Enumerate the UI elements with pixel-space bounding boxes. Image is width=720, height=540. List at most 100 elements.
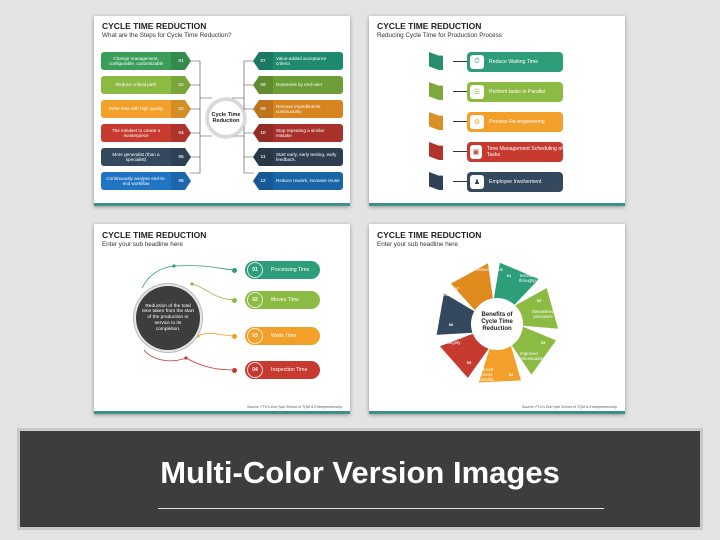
slide-production[interactable]: CYCLE TIME REDUCTION Reducing Cycle Time… bbox=[369, 16, 625, 206]
step-box: Continuously analyse end-to-end workflow bbox=[101, 172, 171, 190]
step-label: Process Re-engineering bbox=[489, 119, 545, 125]
step-icon: ♟ bbox=[470, 175, 484, 189]
step-box: Value-added acceptance criteria bbox=[273, 52, 343, 70]
step-label: Reduce Waiting Time bbox=[489, 59, 539, 65]
benefit-label: Schedule integrity bbox=[444, 335, 462, 345]
step-box: Change management, configurable, customi… bbox=[101, 52, 171, 70]
time-number: 04 bbox=[247, 362, 263, 378]
slide-steps[interactable]: CYCLE TIME REDUCTION What are the Steps … bbox=[94, 16, 350, 206]
step-box: Reduce critical path bbox=[101, 76, 171, 94]
step-tab: ⚙ Process Re-engineering bbox=[467, 112, 563, 132]
benefit-label: Improved on-time delivery bbox=[428, 287, 454, 297]
time-number: 03 bbox=[247, 328, 263, 344]
step-icon: ☰ bbox=[470, 85, 484, 99]
connector-dot bbox=[232, 267, 237, 273]
slide-footer-bar bbox=[369, 203, 625, 206]
summary-text: Reduction of the total time taken from t… bbox=[142, 303, 194, 332]
step-number: 02 bbox=[171, 76, 191, 94]
benefit-number: 05 bbox=[466, 359, 472, 365]
step-block bbox=[429, 112, 443, 130]
step-number: 01 bbox=[443, 59, 449, 65]
benefit-number: 03 bbox=[540, 339, 546, 345]
step-number: 11 bbox=[253, 148, 273, 166]
source-note: Source: FTU's Dori Iyoti School of TQM &… bbox=[522, 405, 617, 409]
banner-underline bbox=[158, 508, 604, 509]
step-number: 03 bbox=[171, 100, 191, 118]
benefit-number: 04 bbox=[508, 371, 514, 377]
slide-footer-bar bbox=[369, 411, 625, 414]
banner-title: Multi-Color Version Images bbox=[160, 455, 560, 490]
slide-title: CYCLE TIME REDUCTION bbox=[102, 21, 207, 31]
slide-title: CYCLE TIME REDUCTION bbox=[377, 21, 482, 31]
time-label: Inspection Time bbox=[271, 367, 308, 373]
step-number: 06 bbox=[171, 172, 191, 190]
time-number: 02 bbox=[247, 292, 263, 308]
time-pill: 04 Inspection Time bbox=[245, 361, 320, 379]
slide-title: CYCLE TIME REDUCTION bbox=[377, 230, 482, 240]
step-tab: ☰ Perform tasks in Parallel bbox=[467, 82, 563, 102]
time-label: Moves Time bbox=[271, 297, 299, 303]
time-pill: 02 Moves Time bbox=[245, 291, 320, 309]
benefit-label: Reduced costs bbox=[475, 267, 503, 272]
step-label: Employee Involvement bbox=[489, 179, 542, 185]
slide-subtitle: What are the Steps for Cycle Time Reduct… bbox=[102, 32, 232, 39]
step-label: Time Management Scheduling of Tasks bbox=[486, 146, 563, 158]
step-number: 08 bbox=[253, 76, 273, 94]
benefit-label: Improved communications bbox=[515, 351, 546, 361]
step-number: 04 bbox=[171, 124, 191, 142]
step-box: Doneness by end-user bbox=[273, 76, 343, 94]
step-tab: ▣ Time Management Scheduling of Tasks bbox=[467, 142, 563, 162]
slide-subtitle: Enter your sub headline here bbox=[377, 241, 458, 248]
slide-footer-bar bbox=[94, 411, 350, 414]
step-icon: ⏱ bbox=[470, 55, 484, 69]
step-tab: ⏱ Reduce Waiting Time bbox=[467, 52, 563, 72]
step-number: 05 bbox=[171, 148, 191, 166]
time-label: Processing Time bbox=[271, 267, 310, 273]
step-number: 07 bbox=[253, 52, 273, 70]
step-arrow bbox=[453, 61, 467, 62]
connector-dot bbox=[232, 333, 237, 339]
step-box: Remove impediments continuously bbox=[273, 100, 343, 118]
step-arrow bbox=[453, 91, 467, 92]
time-pill: 01 Processing Time bbox=[245, 261, 320, 279]
step-number: 05 bbox=[443, 179, 449, 185]
connector-dot bbox=[232, 297, 237, 303]
benefit-label: Increased throughput bbox=[518, 273, 540, 283]
time-number: 01 bbox=[247, 262, 263, 278]
benefit-number: 07 bbox=[454, 285, 460, 291]
step-block bbox=[429, 142, 443, 160]
step-number: 12 bbox=[253, 172, 273, 190]
step-number: 01 bbox=[171, 52, 191, 70]
step-block bbox=[429, 172, 443, 190]
step-icon: ⚙ bbox=[470, 115, 484, 129]
benefit-number: 02 bbox=[536, 297, 542, 303]
benefit-number: 01 bbox=[506, 272, 512, 278]
step-arrow bbox=[453, 151, 467, 152]
slide-title: CYCLE TIME REDUCTION bbox=[102, 230, 207, 240]
step-label: Perform tasks in Parallel bbox=[489, 89, 546, 95]
step-number: 09 bbox=[253, 100, 273, 118]
step-arrow bbox=[453, 181, 467, 182]
footer-banner: Multi-Color Version Images bbox=[20, 431, 700, 527]
center-circle: Cycle Time Reduction bbox=[206, 98, 246, 138]
slide-footer-bar bbox=[94, 203, 350, 206]
step-icon: ▣ bbox=[470, 145, 482, 159]
benefit-label: Streamlined processes bbox=[531, 309, 555, 319]
step-box: Stop repeating a similar mistake bbox=[273, 124, 343, 142]
step-box: Start early, early testing, early feedba… bbox=[273, 148, 343, 166]
benefit-number: 06 bbox=[448, 321, 454, 327]
slide-total-time[interactable]: CYCLE TIME REDUCTION Enter your sub head… bbox=[94, 224, 350, 414]
wheel-center-label: Benefits of Cycle Time Reduction bbox=[481, 312, 513, 333]
slide-benefits[interactable]: CYCLE TIME REDUCTION Enter your sub head… bbox=[369, 224, 625, 414]
step-block bbox=[429, 52, 443, 70]
arc-connectors bbox=[141, 264, 237, 371]
slide-subtitle: Enter your sub headline here bbox=[102, 241, 183, 248]
center-label: Cycle Time Reduction bbox=[211, 112, 241, 124]
step-box: Reduce rework, increase reuse bbox=[273, 172, 343, 190]
step-number: 02 bbox=[443, 89, 449, 95]
step-arrow bbox=[453, 121, 467, 122]
heptagon-wheel bbox=[435, 261, 560, 384]
step-box: Defer less with high quality bbox=[101, 100, 171, 118]
step-number: 04 bbox=[443, 149, 449, 155]
